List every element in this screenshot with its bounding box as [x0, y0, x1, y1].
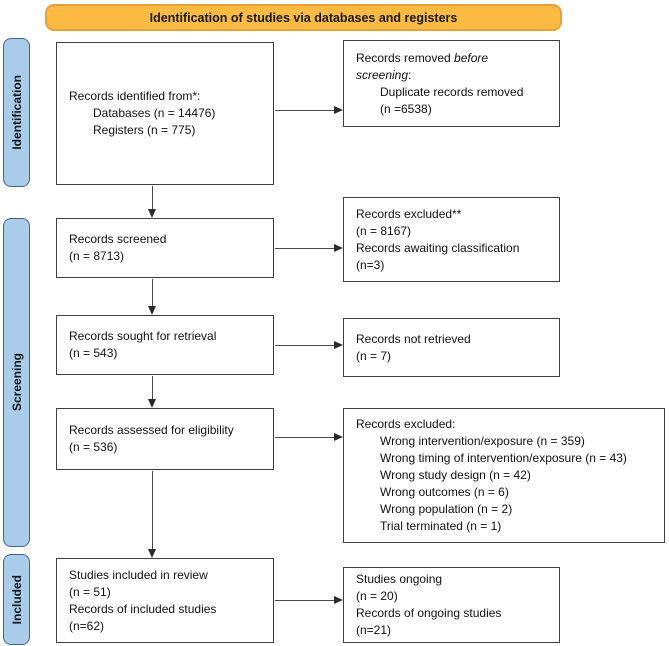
box-text-line: Studies included in review [69, 567, 208, 582]
box-text-line: Duplicate records removed [380, 84, 524, 99]
box-text-line: (n = 20) [356, 589, 398, 603]
box-text-line: Records of included studies [69, 601, 217, 616]
arrow-identified-to-screened [147, 186, 156, 218]
box-records-removed-before-screening: Records removed before screening: Duplic… [343, 40, 560, 127]
banner-identification-via-databases: Identification of studies via databases … [45, 4, 562, 31]
box-text-line: Records screened [69, 232, 167, 246]
box-text-line: Wrong population (n = 2) [380, 502, 513, 516]
box-text-line: Records of ongoing studies [356, 606, 502, 620]
box-text-line: Records assessed for eligibility [69, 423, 234, 437]
box-text-line: Registers (n = 775) [93, 123, 196, 137]
arrow-assessed-to-excluded [275, 432, 343, 441]
box-text-line: (n = 543) [69, 346, 118, 360]
arrow-sought-to-not-retrieved [275, 340, 343, 349]
stage-label-included: Included [9, 574, 24, 625]
box-records-screened: Records screened (n = 8713) [56, 218, 274, 278]
box-records-excluded-eligibility: Records excluded: Wrong intervention/exp… [343, 408, 665, 543]
stage-label-identification: Identification [9, 75, 24, 150]
box-text-line: Records removed before [356, 50, 553, 67]
box-records-not-retrieved: Records not retrieved (n = 7) [343, 318, 560, 377]
box-text-line: Trial terminated (n = 1) [380, 519, 502, 533]
box-text-line: (n = 536) [69, 440, 118, 454]
box-text-line: Records identified from*: [69, 89, 201, 103]
box-text-line: Records excluded** [356, 206, 462, 221]
text-italic: screening [356, 67, 409, 82]
box-records-excluded-screening: Records excluded** (n = 8167) Records aw… [343, 197, 560, 282]
box-text-line: Wrong timing of intervention/exposure (n… [380, 451, 627, 465]
arrow-assessed-to-included [147, 471, 156, 558]
box-text-line: Records excluded: [356, 417, 456, 431]
box-text-line: (n=62) [69, 618, 105, 633]
stage-tab-identification: Identification [3, 38, 30, 187]
stage-tab-included: Included [3, 554, 30, 645]
box-records-sought: Records sought for retrieval (n = 543) [56, 315, 274, 375]
stage-tab-screening: Screening [3, 218, 30, 547]
box-text-line: Wrong study design (n = 42) [380, 468, 531, 482]
box-text-line: screening: [356, 67, 553, 84]
text-normal: : [408, 67, 412, 82]
arrow-sought-to-assessed [147, 376, 156, 408]
box-records-identified: Records identified from*: Databases (n =… [56, 42, 274, 185]
box-text-line: (n = 51) [69, 584, 111, 599]
box-records-assessed: Records assessed for eligibility (n = 53… [56, 408, 274, 470]
box-text-line: Records awaiting classification [356, 240, 520, 255]
box-text-line: Wrong outcomes (n = 6) [380, 485, 509, 499]
banner-label: Identification of studies via databases … [149, 10, 458, 25]
box-text-line: (n = 8713) [69, 249, 125, 263]
box-text-line: (n=21) [356, 623, 392, 637]
box-studies-included: Studies included in review (n = 51) Reco… [56, 558, 274, 643]
text-italic: before [454, 50, 489, 65]
arrow-screened-to-excluded [275, 243, 343, 252]
text-normal: Records removed [356, 50, 455, 65]
arrow-identified-to-removed [275, 105, 343, 114]
box-text-line: (n = 8167) [356, 223, 412, 238]
arrow-included-to-ongoing [275, 595, 343, 604]
stage-label-screening: Screening [9, 353, 24, 412]
box-text-line: (n =6538) [380, 101, 432, 116]
box-text-line: Records sought for retrieval [69, 329, 217, 343]
arrow-screened-to-sought [147, 279, 156, 315]
box-text-line: (n=3) [356, 257, 385, 272]
box-studies-ongoing: Studies ongoing (n = 20) Records of ongo… [343, 567, 560, 643]
box-text-line: Studies ongoing [356, 572, 443, 586]
box-text-line: Databases (n = 14476) [93, 106, 216, 120]
box-text-line: Records not retrieved [356, 331, 471, 346]
box-text-line: Wrong intervention/exposure (n = 359) [380, 434, 585, 448]
box-text-line: (n = 7) [356, 348, 392, 363]
